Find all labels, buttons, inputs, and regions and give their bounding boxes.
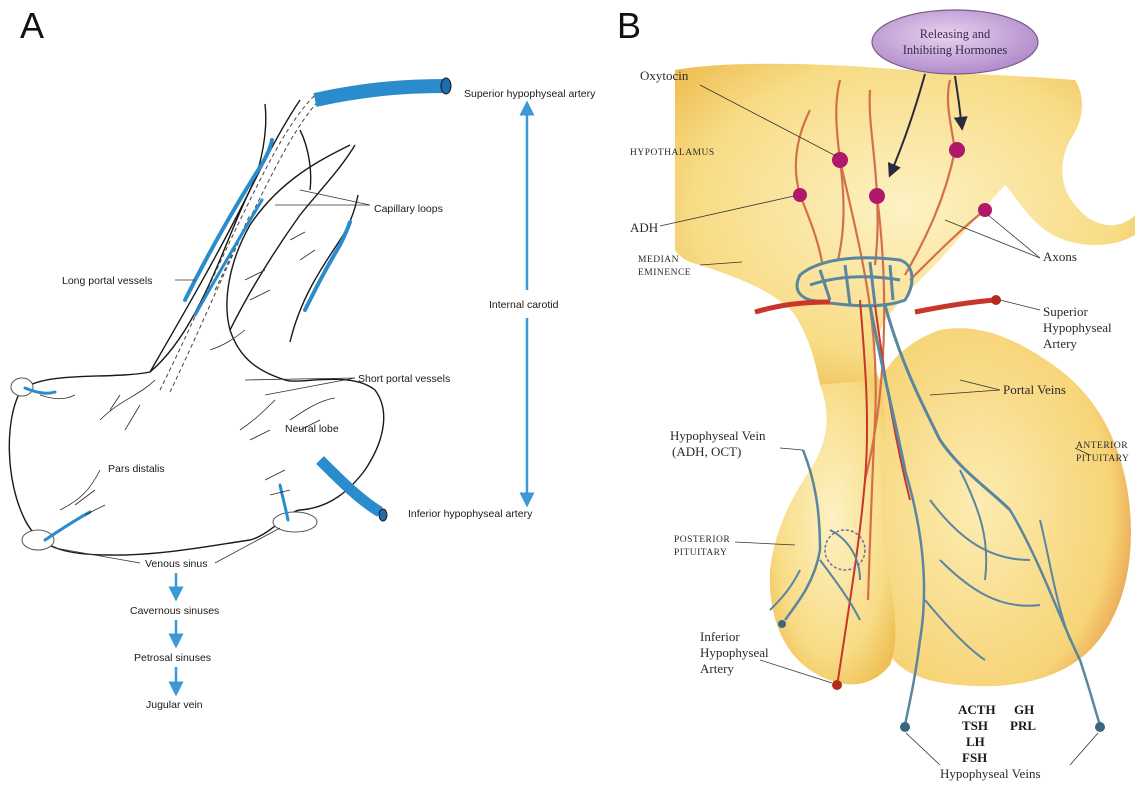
vein-end-right — [1095, 722, 1105, 732]
venous-sinus-right — [273, 512, 317, 532]
label-prl: PRL — [1010, 718, 1036, 733]
label-tsh: TSH — [962, 718, 988, 733]
label-superior-line3: Artery — [1043, 336, 1077, 351]
label-fsh: FSH — [962, 750, 987, 765]
neuron-1 — [832, 152, 848, 168]
label-releasing-line2: Inhibiting Hormones — [903, 43, 1008, 57]
stalk-line-front — [150, 100, 300, 372]
label-superior-line1: Superior — [1043, 304, 1088, 319]
label-median-line1: MEDIAN — [638, 255, 679, 265]
panel-b-letter: B — [617, 5, 641, 46]
releasing-hormones-oval — [872, 10, 1038, 74]
neuron-2 — [869, 188, 885, 204]
label-inferior-line1: Inferior — [700, 629, 740, 644]
label-hypophyseal-vein-line1: Hypophyseal Vein — [670, 428, 766, 443]
neural-stalk-line — [290, 195, 358, 342]
label-median-line2: EMINENCE — [638, 268, 691, 278]
superior-artery-right — [915, 300, 995, 312]
label-posterior-line2: PITUITARY — [674, 548, 727, 558]
venous-sinus-left-bottom — [22, 530, 54, 550]
inferior-artery-end — [832, 680, 842, 690]
label-lh: LH — [966, 734, 985, 749]
label-short-portal-vessels: Short portal vessels — [358, 373, 450, 385]
infundibulum-line — [300, 130, 311, 190]
label-posterior-line1: POSTERIOR — [674, 535, 730, 545]
stalk-line-back — [230, 145, 355, 330]
label-capillary-loops: Capillary loops — [374, 203, 443, 215]
label-neural-lobe: Neural lobe — [285, 423, 339, 435]
label-hypothalamus: HYPOTHALAMUS — [630, 148, 715, 158]
inferior-artery-tube — [320, 460, 380, 512]
panel-a: A — [9, 5, 596, 711]
label-portal-veins: Portal Veins — [1003, 382, 1066, 397]
label-axons: Axons — [1043, 249, 1077, 264]
label-gh: GH — [1014, 702, 1034, 717]
leader-venous-sinus-right — [215, 528, 280, 563]
superior-artery-end — [441, 78, 451, 94]
label-inferior-hypophyseal-artery: Inferior hypophyseal artery — [408, 508, 533, 520]
label-inferior-line2: Hypophyseal — [700, 645, 769, 660]
panel-a-letter: A — [20, 5, 44, 46]
label-superior-line2: Hypophyseal — [1043, 320, 1112, 335]
vein-end-posterior — [778, 620, 786, 628]
vessel-left-bottom — [45, 512, 90, 540]
label-pars-distalis: Pars distalis — [108, 463, 165, 475]
label-releasing-line1: Releasing and — [920, 27, 991, 41]
label-long-portal-vessels: Long portal vessels — [62, 275, 152, 287]
label-superior-hypophyseal-artery: Superior hypophyseal artery — [464, 88, 596, 100]
label-jugular-vein: Jugular vein — [146, 699, 203, 711]
neuron-3 — [793, 188, 807, 202]
neural-vessel — [305, 222, 350, 310]
label-adh: ADH — [630, 220, 658, 235]
label-anterior-line1: ANTERIOR — [1076, 441, 1128, 451]
label-anterior-line2: PITUITARY — [1076, 454, 1129, 464]
panel-b: B Releasing and Inhibiting Hormones — [617, 5, 1135, 781]
inferior-artery-end — [379, 509, 387, 521]
neuron-5 — [978, 203, 992, 217]
label-inferior-line3: Artery — [700, 661, 734, 676]
vein-end-left — [900, 722, 910, 732]
superior-artery-tube — [315, 86, 445, 100]
label-cavernous-sinuses: Cavernous sinuses — [130, 605, 219, 617]
label-hypophyseal-veins: Hypophyseal Veins — [940, 766, 1041, 781]
label-oxytocin: Oxytocin — [640, 68, 689, 83]
venous-sinus-left-top — [11, 378, 33, 396]
label-hypophyseal-vein-line2: (ADH, OCT) — [672, 444, 741, 459]
label-acth: ACTH — [958, 702, 996, 717]
dashed-vessel-2 — [170, 97, 322, 392]
label-internal-carotid: Internal carotid — [489, 299, 559, 311]
label-venous-sinus: Venous sinus — [145, 558, 207, 570]
label-petrosal-sinuses: Petrosal sinuses — [134, 652, 211, 664]
neuron-4 — [949, 142, 965, 158]
superior-artery-end — [991, 295, 1001, 305]
